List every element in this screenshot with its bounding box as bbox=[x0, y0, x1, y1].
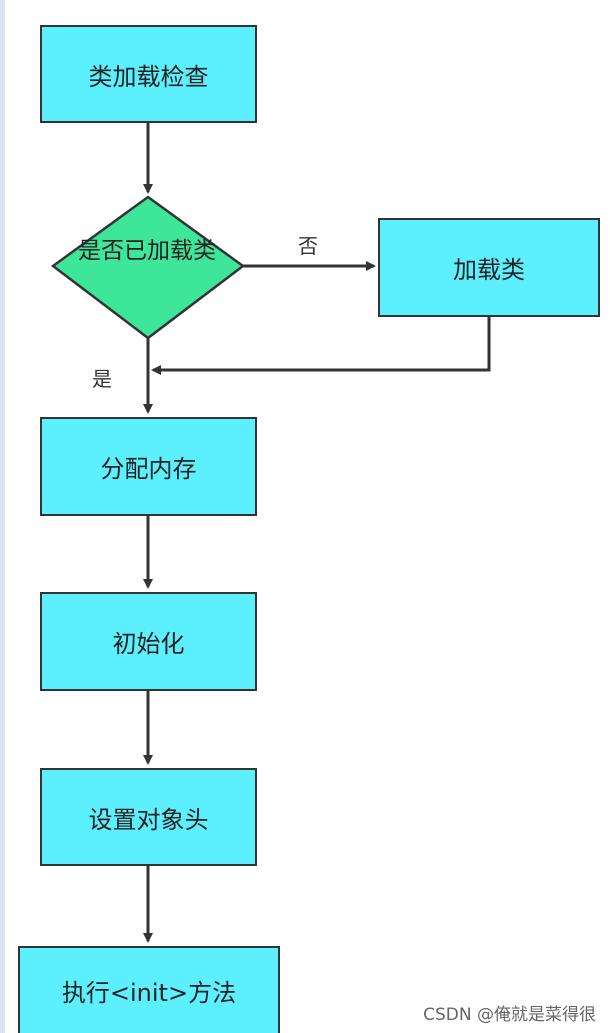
node-initialize: 初始化 bbox=[40, 592, 257, 691]
watermark: CSDN @俺就是菜得很 bbox=[423, 1005, 596, 1025]
node-load-class: 加载类 bbox=[378, 218, 600, 317]
decision-label: 是否已加载类 bbox=[78, 238, 216, 264]
node-execute-init: 执行<init>方法 bbox=[18, 946, 280, 1033]
edge-label-no: 否 bbox=[298, 234, 318, 258]
edge-label-yes: 是 bbox=[92, 367, 112, 391]
node-set-object-header: 设置对象头 bbox=[40, 768, 257, 866]
arrow-load-return bbox=[151, 316, 491, 375]
node-allocate-memory: 分配内存 bbox=[40, 417, 257, 516]
node-class-load-check: 类加载检查 bbox=[40, 25, 257, 123]
decision-diamond bbox=[50, 195, 246, 340]
left-edge-strip bbox=[0, 0, 5, 1033]
